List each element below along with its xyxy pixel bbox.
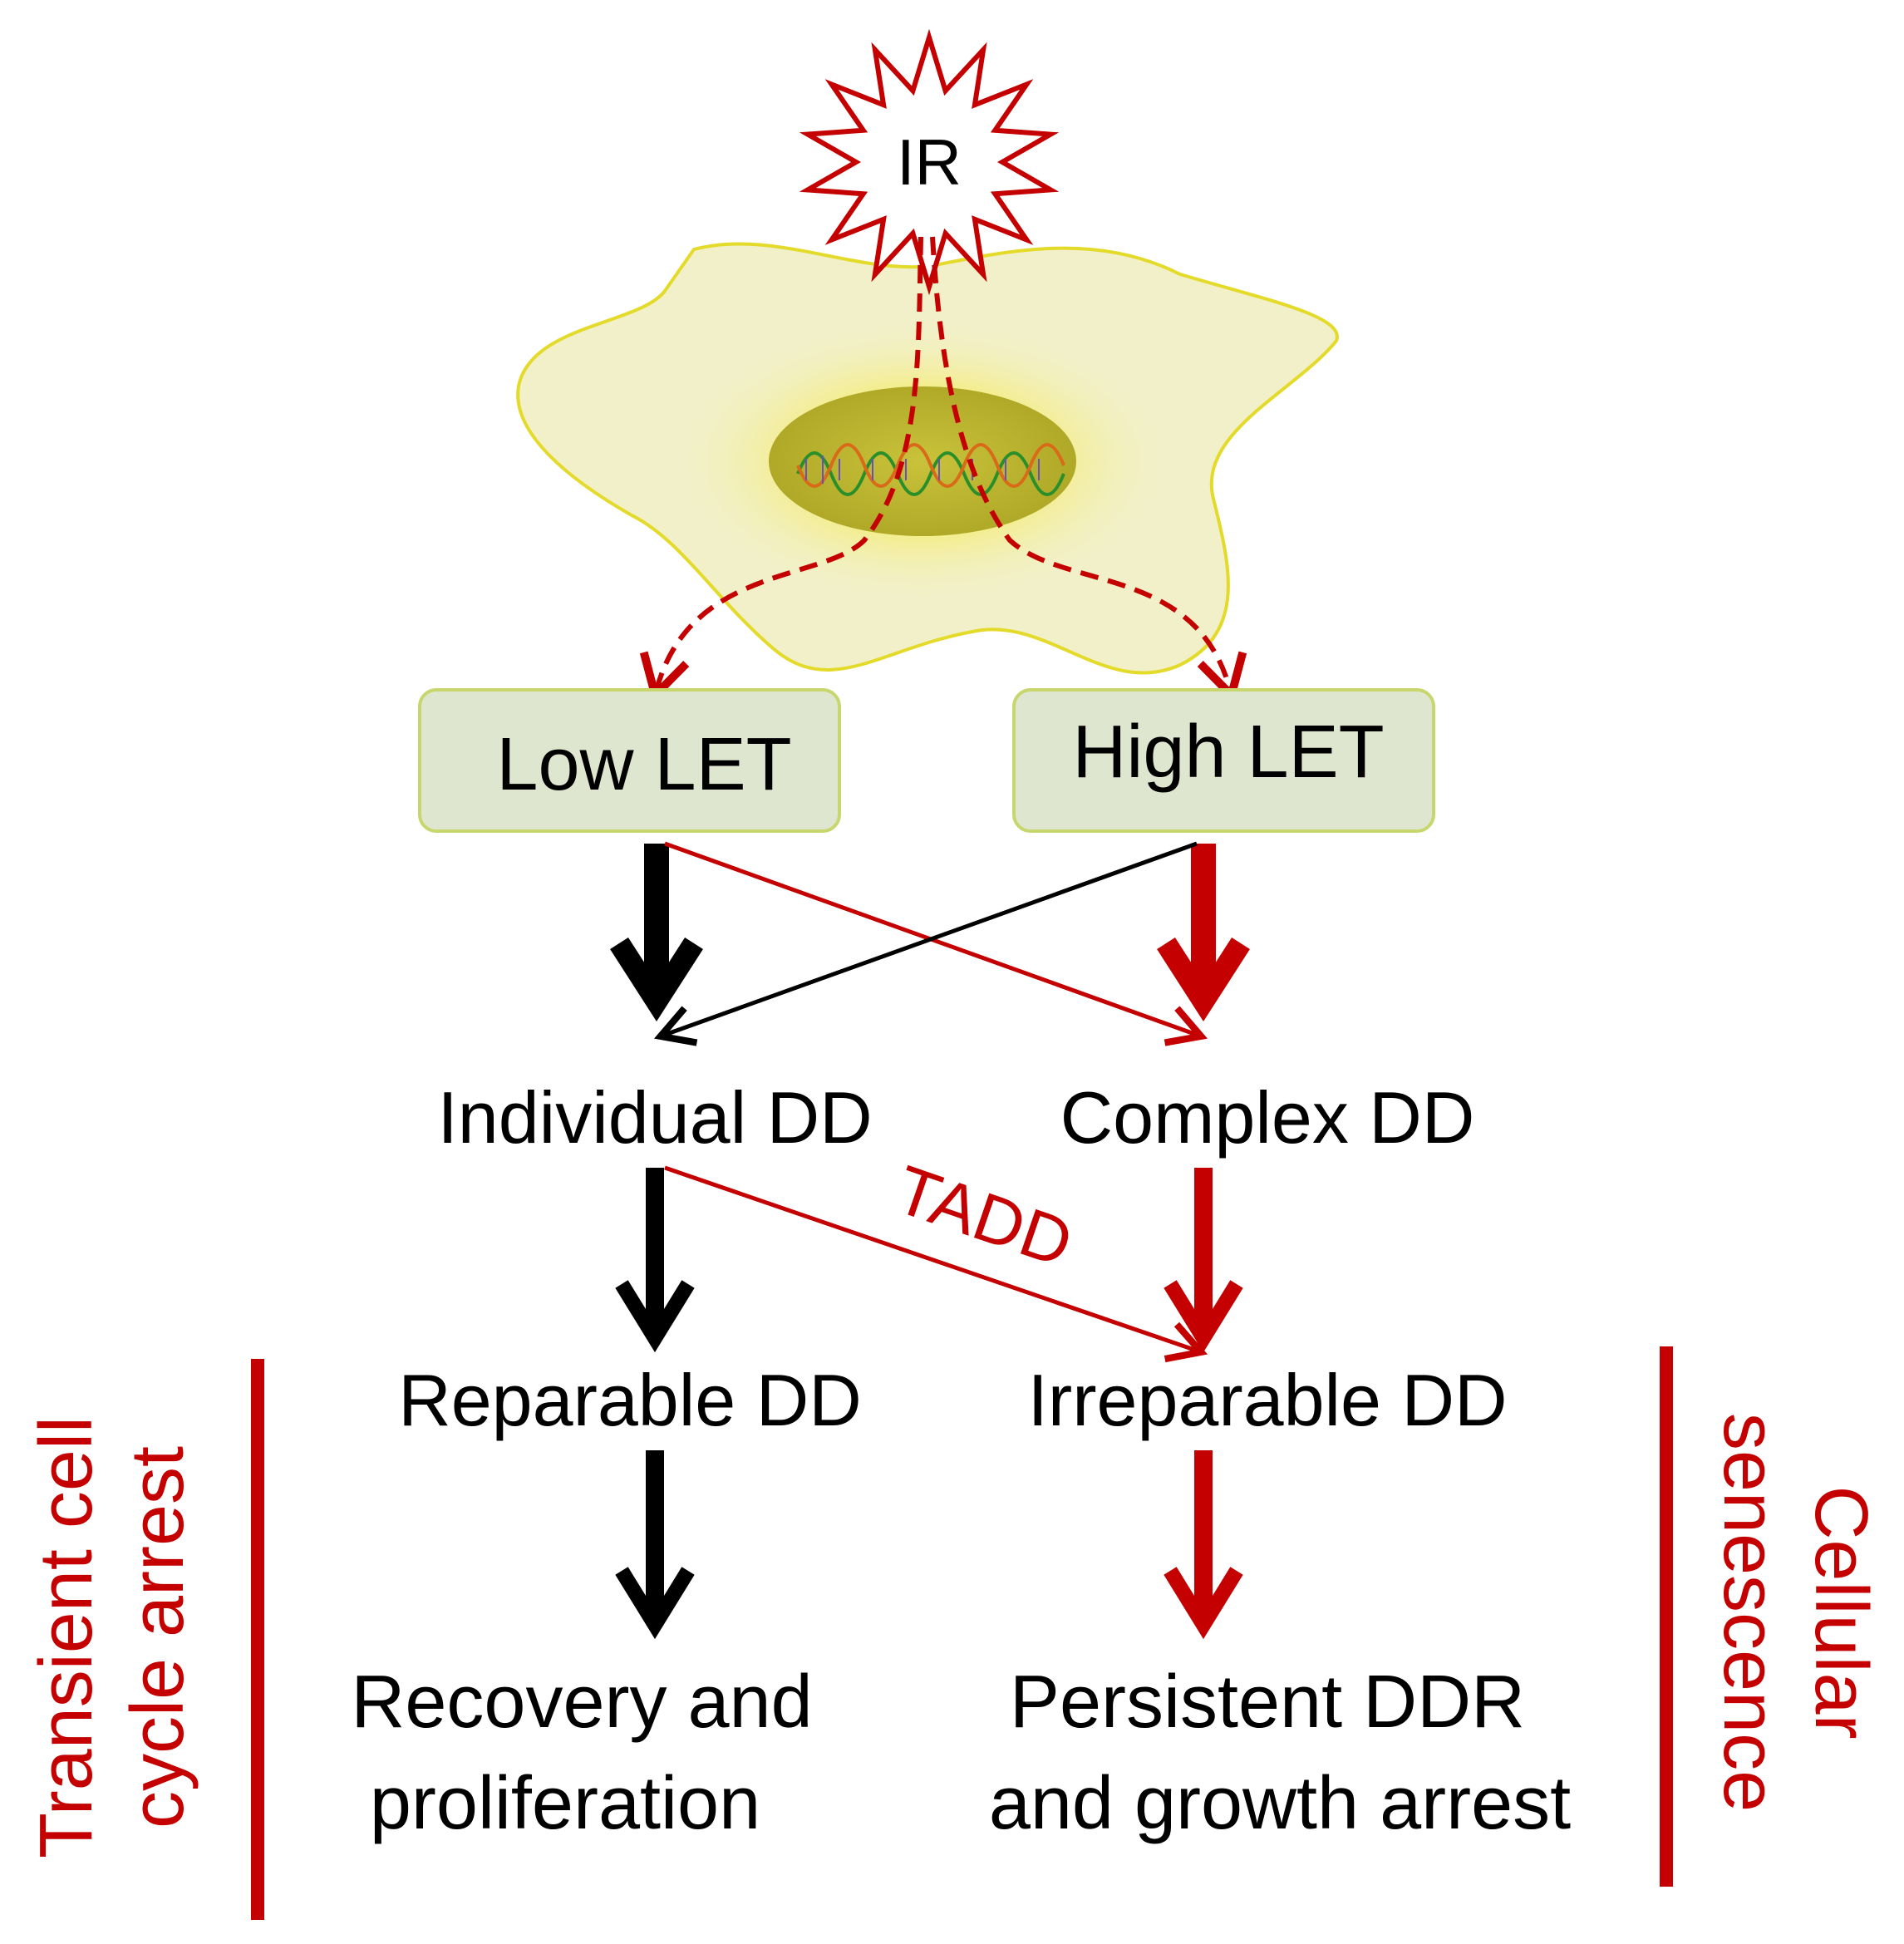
left-side-label-line1: Transient cell bbox=[25, 1416, 108, 1858]
reparable-dd-label: Reparable DD bbox=[398, 1359, 862, 1441]
high-let-box: High LET bbox=[1012, 688, 1435, 833]
ir-starburst: IR bbox=[799, 28, 1060, 296]
arrowhead-high-to-complex bbox=[1157, 937, 1250, 1022]
dashed-arrow-to-low-let bbox=[639, 236, 923, 704]
right-side-label: Cellular senescence bbox=[1708, 1413, 1882, 1812]
arrowhead-individual-to-reparable bbox=[615, 1280, 695, 1353]
recovery-label-line1: Recovery and bbox=[351, 1661, 812, 1744]
individual-dd-label: Individual DD bbox=[437, 1076, 872, 1159]
high-let-box-bg bbox=[1012, 688, 1435, 833]
low-let-box: Low LET bbox=[418, 688, 841, 833]
recovery-label-line2: proliferation bbox=[370, 1762, 760, 1845]
left-side-label: Transient cell cycle arrest bbox=[25, 1416, 199, 1858]
tadd-label: TADD bbox=[886, 1152, 1081, 1282]
let-to-damage-arrows bbox=[610, 841, 1250, 1046]
persistent-label-line2: and growth arrest bbox=[989, 1762, 1571, 1845]
dashed-arrow-to-high-let bbox=[930, 236, 1247, 704]
ir-dashed-arrows bbox=[639, 236, 1247, 704]
right-side-label-line1: Cellular bbox=[1799, 1485, 1882, 1739]
thin-arrow-high-to-individual bbox=[653, 841, 1198, 1046]
ir-label: IR bbox=[897, 125, 962, 199]
irreparable-dd-label: Irreparable DD bbox=[1027, 1359, 1507, 1441]
persistent-label-line1: Persistent DDR bbox=[1010, 1661, 1525, 1744]
right-side-label-line2: senescence bbox=[1708, 1413, 1791, 1812]
high-let-label: High LET bbox=[1072, 711, 1384, 794]
starburst-icon bbox=[799, 28, 1060, 296]
tadd-arrow bbox=[664, 1165, 1208, 1363]
cell bbox=[516, 242, 1339, 675]
arrowhead-irreparable-to-persistent bbox=[1164, 1567, 1243, 1640]
complex-dd-label: Complex DD bbox=[1060, 1076, 1475, 1159]
low-let-box-bg bbox=[418, 688, 841, 833]
arrowhead-reparable-to-recovery bbox=[615, 1567, 695, 1640]
nucleus bbox=[769, 386, 1076, 536]
arrowhead-low-to-individual bbox=[610, 937, 703, 1022]
damage-to-repair-arrows: TADD bbox=[615, 1152, 1243, 1363]
repair-to-outcome-arrows bbox=[615, 1450, 1243, 1640]
low-let-label: Low LET bbox=[496, 723, 791, 806]
left-side-label-line2: cycle arrest bbox=[116, 1446, 199, 1828]
